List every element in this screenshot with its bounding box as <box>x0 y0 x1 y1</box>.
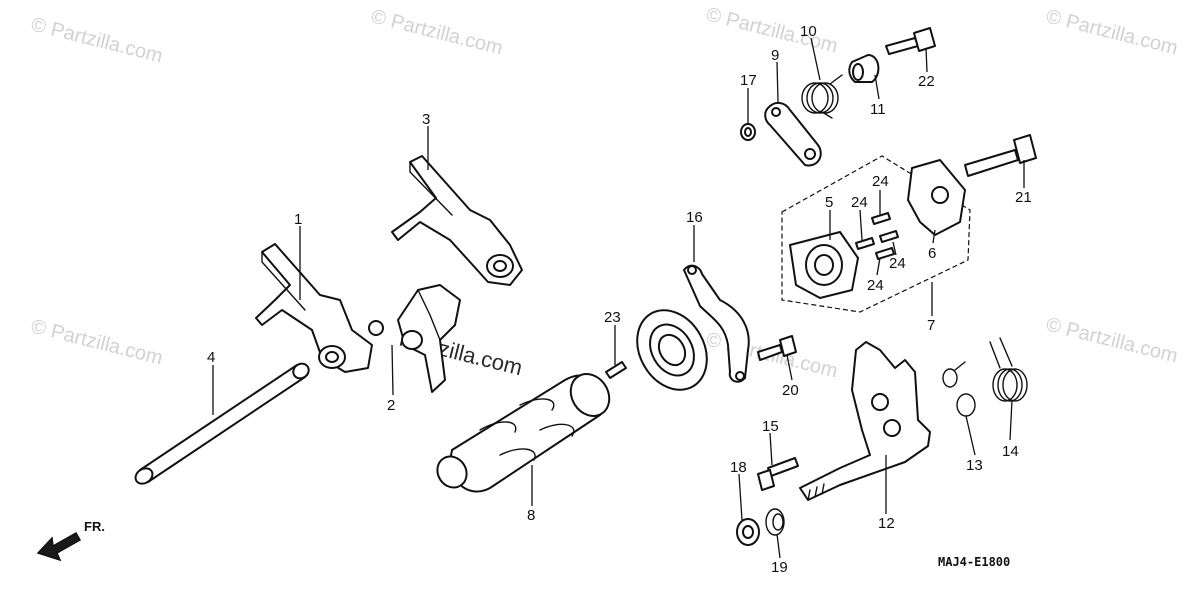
arrow-icon <box>36 531 82 562</box>
part-11-collar <box>848 54 880 83</box>
callout-21: 21 <box>1015 189 1032 206</box>
callout-6: 6 <box>928 245 936 262</box>
part-3-shift-fork <box>391 155 523 286</box>
part-20-bolt <box>757 335 797 361</box>
callout-2: 2 <box>387 397 395 414</box>
leader-lines <box>212 37 1025 559</box>
front-direction-label: FR. <box>84 519 105 534</box>
part-21-bolt <box>964 134 1037 177</box>
callout-1: 1 <box>294 211 302 228</box>
callout-12: 12 <box>878 515 895 532</box>
watermark-bottom-right: © Partzilla.com <box>1044 314 1180 368</box>
part-17-washer <box>740 123 756 141</box>
part-7-assembly <box>781 155 971 313</box>
callout-11: 11 <box>870 101 886 118</box>
callout-17: 17 <box>740 72 757 89</box>
part-15-bolt <box>757 457 799 491</box>
bearing <box>636 309 708 391</box>
part-2-shift-fork <box>397 284 461 393</box>
front-direction-arrow: FR. <box>36 519 105 562</box>
callouts: 1 2 3 4 5 6 7 8 9 10 11 12 13 14 15 16 1… <box>207 23 1032 576</box>
callout-4: 4 <box>207 349 215 366</box>
callout-8: 8 <box>527 507 535 524</box>
callout-16: 16 <box>686 209 703 226</box>
part-6-plate <box>907 159 966 236</box>
callout-7: 7 <box>927 317 935 334</box>
part-8-shift-drum <box>436 373 611 493</box>
watermark-top-right: © Partzilla.com <box>1044 6 1180 60</box>
diagram-code: MAJ4-E1800 <box>938 555 1010 569</box>
callout-5: 5 <box>825 194 833 211</box>
callout-14: 14 <box>1002 443 1019 460</box>
callout-18: 18 <box>730 459 747 476</box>
part-5-drum-center <box>789 231 859 299</box>
callout-22: 22 <box>918 73 935 90</box>
callout-3: 3 <box>422 111 430 128</box>
callout-9: 9 <box>771 47 779 64</box>
callout-15: 15 <box>762 418 779 435</box>
part-18-washer <box>736 518 760 546</box>
part-9-link <box>764 102 822 167</box>
callout-24-top: 24 <box>872 173 889 190</box>
part-10-spring <box>801 74 843 119</box>
callout-10: 10 <box>800 23 817 40</box>
part-14-spring <box>989 337 1028 402</box>
callout-13: 13 <box>966 457 983 474</box>
callout-24-right: 24 <box>889 255 906 272</box>
watermark-bottom-left: © Partzilla.com <box>29 316 165 370</box>
part-22-bolt <box>885 27 936 55</box>
part-13-clip <box>942 361 976 417</box>
callout-20: 20 <box>782 382 799 399</box>
part-4-fork-shaft <box>134 362 310 485</box>
part-19-clip <box>765 508 785 536</box>
part-16-plate <box>683 264 750 383</box>
part-1-shift-fork <box>255 243 384 373</box>
callout-24-bottom: 24 <box>867 277 884 294</box>
part-23-pin <box>605 361 627 379</box>
part-12-shift-spindle <box>799 341 931 501</box>
watermark-top-left: © Partzilla.com <box>29 14 165 68</box>
part-24-pins <box>855 212 899 260</box>
callout-23: 23 <box>604 309 621 326</box>
watermark-top-center-left: © Partzilla.com <box>369 6 505 60</box>
callout-24-left: 24 <box>851 194 868 211</box>
callout-19: 19 <box>771 559 788 576</box>
